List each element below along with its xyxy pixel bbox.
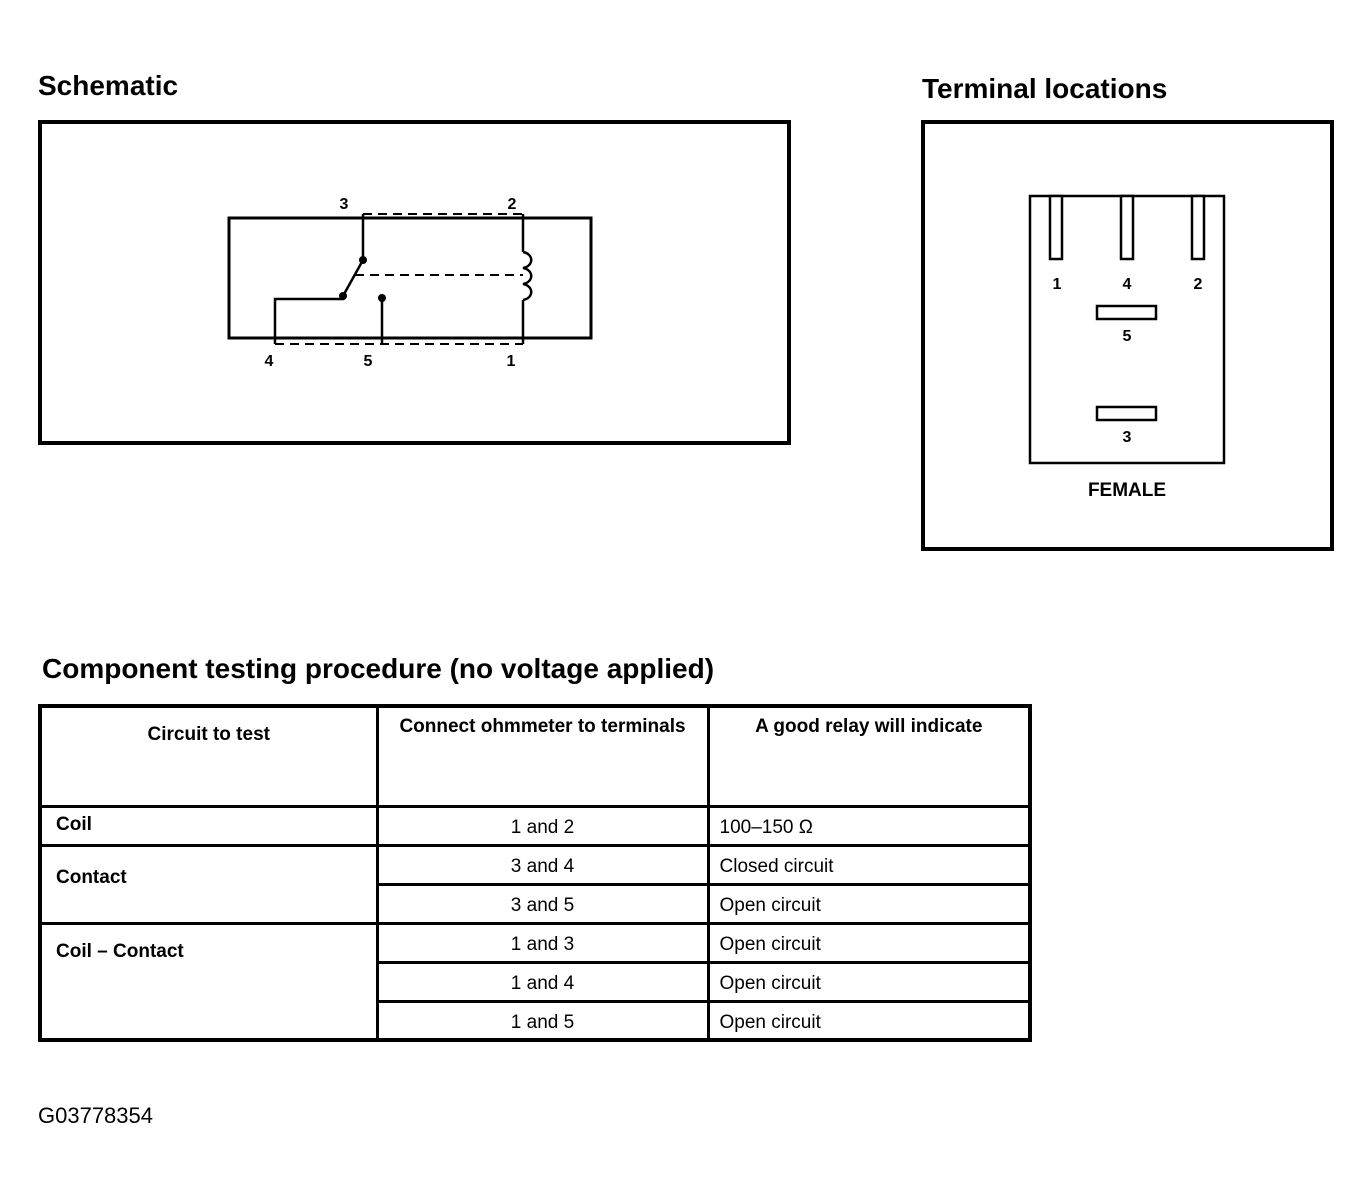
table-row: 3 and 5 Open circuit xyxy=(40,882,1032,925)
terminals-cell: 1 and 3 xyxy=(375,921,710,964)
result-cell: Closed circuit xyxy=(706,843,1032,886)
terminal-label-1: 1 xyxy=(1053,276,1062,293)
result-cell: Open circuit xyxy=(706,882,1032,925)
terminal-blade-5 xyxy=(1095,304,1158,321)
coil-winding-icon xyxy=(522,250,533,302)
connector-gender-label: FEMALE xyxy=(1088,480,1166,501)
schematic-label-5: 5 xyxy=(364,353,373,370)
terminal-locations-title: Terminal locations xyxy=(922,73,1168,104)
terminal-blade-4 xyxy=(1119,194,1135,261)
switch-arm xyxy=(341,259,365,297)
table-row: 1 and 4 Open circuit xyxy=(40,960,1032,1003)
header-circuit: Circuit to test xyxy=(38,704,379,808)
result-cell: 100–150 Ω xyxy=(706,804,1032,847)
connector-terminal-diagram: 1 4 2 5 3 FEMALE xyxy=(1028,194,1226,501)
terminal-label-5: 5 xyxy=(1123,328,1132,345)
terminal-label-2: 2 xyxy=(1194,276,1203,293)
terminal-label-4: 4 xyxy=(1123,276,1132,293)
table-row: Contact 3 and 4 Closed circuit xyxy=(38,843,1032,925)
terminal-blade-3 xyxy=(1095,405,1158,422)
schematic-label-2: 2 xyxy=(508,196,517,213)
component-test-table: Circuit to test Connect ohmmeter to term… xyxy=(38,704,1032,1042)
figure-id: G03778354 xyxy=(38,1103,153,1128)
terminal-locations-panel: 1 4 2 5 3 FEMALE xyxy=(921,120,1334,551)
circuit-cell: Contact xyxy=(38,843,379,925)
schematic-label-4: 4 xyxy=(265,353,274,370)
contact-point-4 xyxy=(339,292,347,300)
terminals-cell: 1 and 2 xyxy=(375,804,710,847)
relay-schematic-diagram: 3 2 4 5 1 xyxy=(227,196,593,370)
schematic-panel: 3 2 4 5 1 xyxy=(38,120,791,445)
circuit-cell: Coil – Contact xyxy=(38,921,379,1042)
schematic-title: Schematic xyxy=(38,70,179,101)
table-row: 1 and 5 Open circuit xyxy=(40,999,1032,1042)
table-header-row: Circuit to test Connect ohmmeter to term… xyxy=(38,704,1032,808)
table-row: Coil – Contact 1 and 3 Open circuit xyxy=(38,921,1032,1042)
header-terminals: Connect ohmmeter to terminals xyxy=(375,704,710,808)
table-row: Coil 1 and 2 100–150 Ω xyxy=(38,804,1032,847)
result-cell: Open circuit xyxy=(706,921,1032,964)
result-cell: Open circuit xyxy=(706,960,1032,1003)
terminal-blade-2 xyxy=(1190,194,1206,261)
terminal-label-3: 3 xyxy=(1123,429,1132,446)
schematic-label-1: 1 xyxy=(507,353,516,370)
terminals-cell: 1 and 5 xyxy=(375,999,710,1042)
contact-point-5 xyxy=(378,294,386,302)
relay-body-outline xyxy=(227,216,593,340)
procedure-title: Component testing procedure (no voltage … xyxy=(42,653,715,684)
contact-point-3 xyxy=(359,256,367,264)
terminals-cell: 1 and 4 xyxy=(375,960,710,1003)
result-cell: Open circuit xyxy=(706,999,1032,1042)
terminals-cell: 3 and 4 xyxy=(375,843,710,886)
header-result: A good relay will indicate xyxy=(706,704,1032,808)
terminals-cell: 3 and 5 xyxy=(375,882,710,925)
schematic-label-3: 3 xyxy=(340,196,349,213)
terminal-blade-1 xyxy=(1048,194,1064,261)
circuit-cell: Coil xyxy=(38,804,379,847)
